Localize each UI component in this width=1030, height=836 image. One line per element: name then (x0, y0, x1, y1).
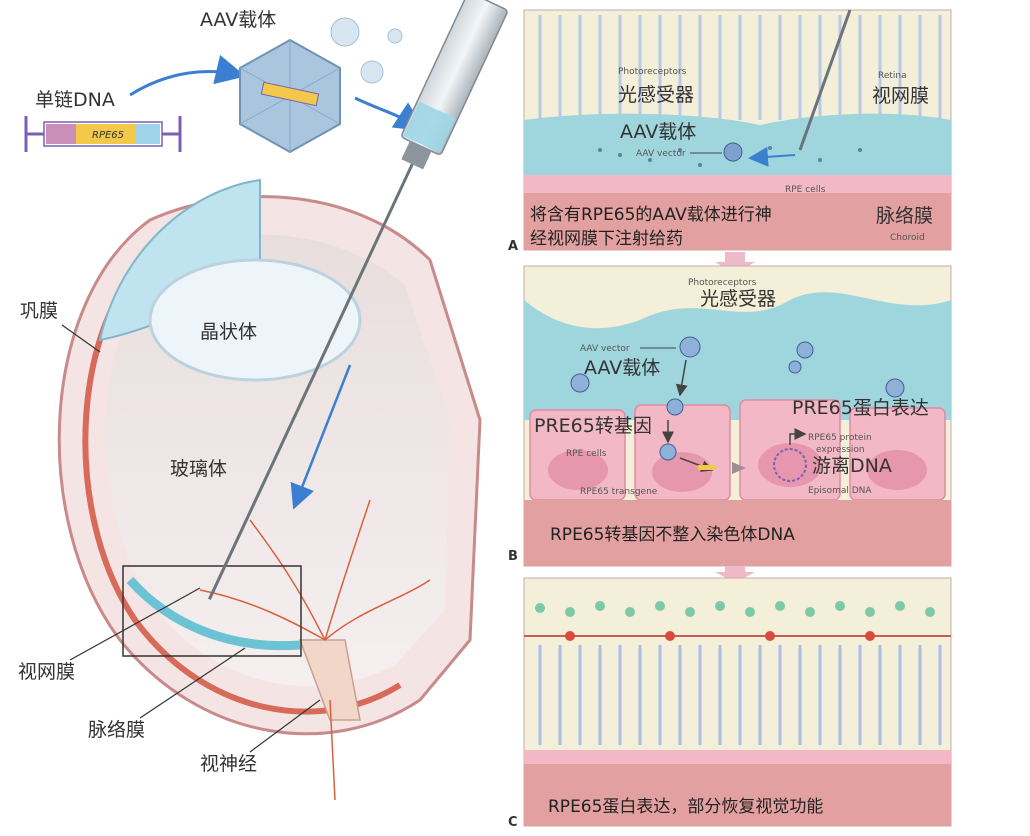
panel-a: Photoreceptors 光感受器 Retina 视网膜 AAV载体 AAV… (508, 9, 952, 254)
panel-a-aav-cn: AAV载体 (620, 121, 696, 143)
panel-b: Photoreceptors 光感受器 AAV vector AAV载体 PRE… (508, 265, 952, 567)
retina-strip (126, 577, 301, 651)
panel-b-protein-en: RPE65 protein (808, 433, 872, 443)
panel-a-photoreceptors-cn: 光感受器 (618, 84, 694, 106)
optic-nerve (298, 639, 361, 721)
panel-b-photoreceptors-cn: 光感受器 (700, 288, 776, 310)
panel-c-letter: C (508, 815, 518, 830)
arrow-dna-to-aav (129, 54, 246, 97)
panel-b-episomal-cn: 游离DNA (812, 455, 892, 477)
arrow-a-to-b (715, 252, 755, 274)
ssdna-construct: 单链DNA RPE65 (24, 89, 182, 152)
panel-a-choroid-en: Choroid (890, 233, 925, 243)
zoom-box (122, 565, 302, 657)
panel-a-photoreceptors-en: Photoreceptors (618, 67, 687, 77)
panel-b-aav-en: AAV vector (580, 344, 630, 354)
panel-a-choroid-cn: 脉络膜 (876, 205, 933, 227)
panel-b-aav-cn: AAV载体 (584, 357, 660, 379)
panel-b-letter: B (508, 549, 518, 564)
panel-a-retina-en: Retina (878, 71, 907, 81)
panel-a-retina-cn: 视网膜 (872, 85, 929, 107)
lens (148, 258, 362, 382)
panel-a-rpe-en: RPE cells (785, 185, 826, 195)
retinal-vessels (199, 499, 431, 801)
panel-c: RPE65蛋白表达，部分恢复视觉功能 C (508, 577, 952, 830)
panel-b-transgene-cn: PRE65转基因 (534, 415, 652, 437)
retina-label: 视网膜 (18, 661, 75, 683)
panel-b-protein-en2: expression (816, 445, 865, 455)
panel-a-caption-1: 将含有RPE65的AAV载体进行神 (530, 205, 772, 225)
vitreous-label: 玻璃体 (170, 458, 227, 480)
aav-capsid: AAV载体 (200, 9, 403, 154)
injection-arrow (290, 364, 352, 510)
aav-label: AAV载体 (200, 9, 276, 31)
panel-b-caption: RPE65转基因不整入染色体DNA (550, 525, 795, 545)
panel-a-aav-en: AAV vector (636, 149, 686, 159)
choroid-label: 脉络膜 (88, 719, 145, 741)
gene-label: RPE65 (92, 130, 124, 141)
panel-b-photoreceptors-en: Photoreceptors (688, 278, 757, 288)
panel-a-letter: A (508, 239, 518, 254)
ssdna-label: 单链DNA (35, 89, 115, 111)
syringe (208, 0, 508, 600)
eye-illustration (57, 178, 482, 801)
panel-b-expression-cn: PRE65蛋白表达 (792, 397, 929, 419)
panel-b-rpe-en: RPE cells (566, 449, 607, 459)
left-labels: 晶状体 玻璃体 巩膜 视网膜 脉络膜 视神经 (18, 300, 321, 775)
panel-a-caption-2: 经视网膜下注射给药 (530, 229, 683, 249)
panel-b-episomal-en: Episomal DNA (808, 486, 872, 496)
arrow-b-to-c (715, 566, 755, 583)
optic-nerve-label: 视神经 (200, 753, 257, 775)
panel-c-caption: RPE65蛋白表达，部分恢复视觉功能 (548, 797, 823, 817)
lens-label: 晶状体 (200, 321, 257, 343)
sclera-label: 巩膜 (20, 300, 58, 322)
panel-b-transgene-en: RPE65 transgene (580, 487, 658, 497)
